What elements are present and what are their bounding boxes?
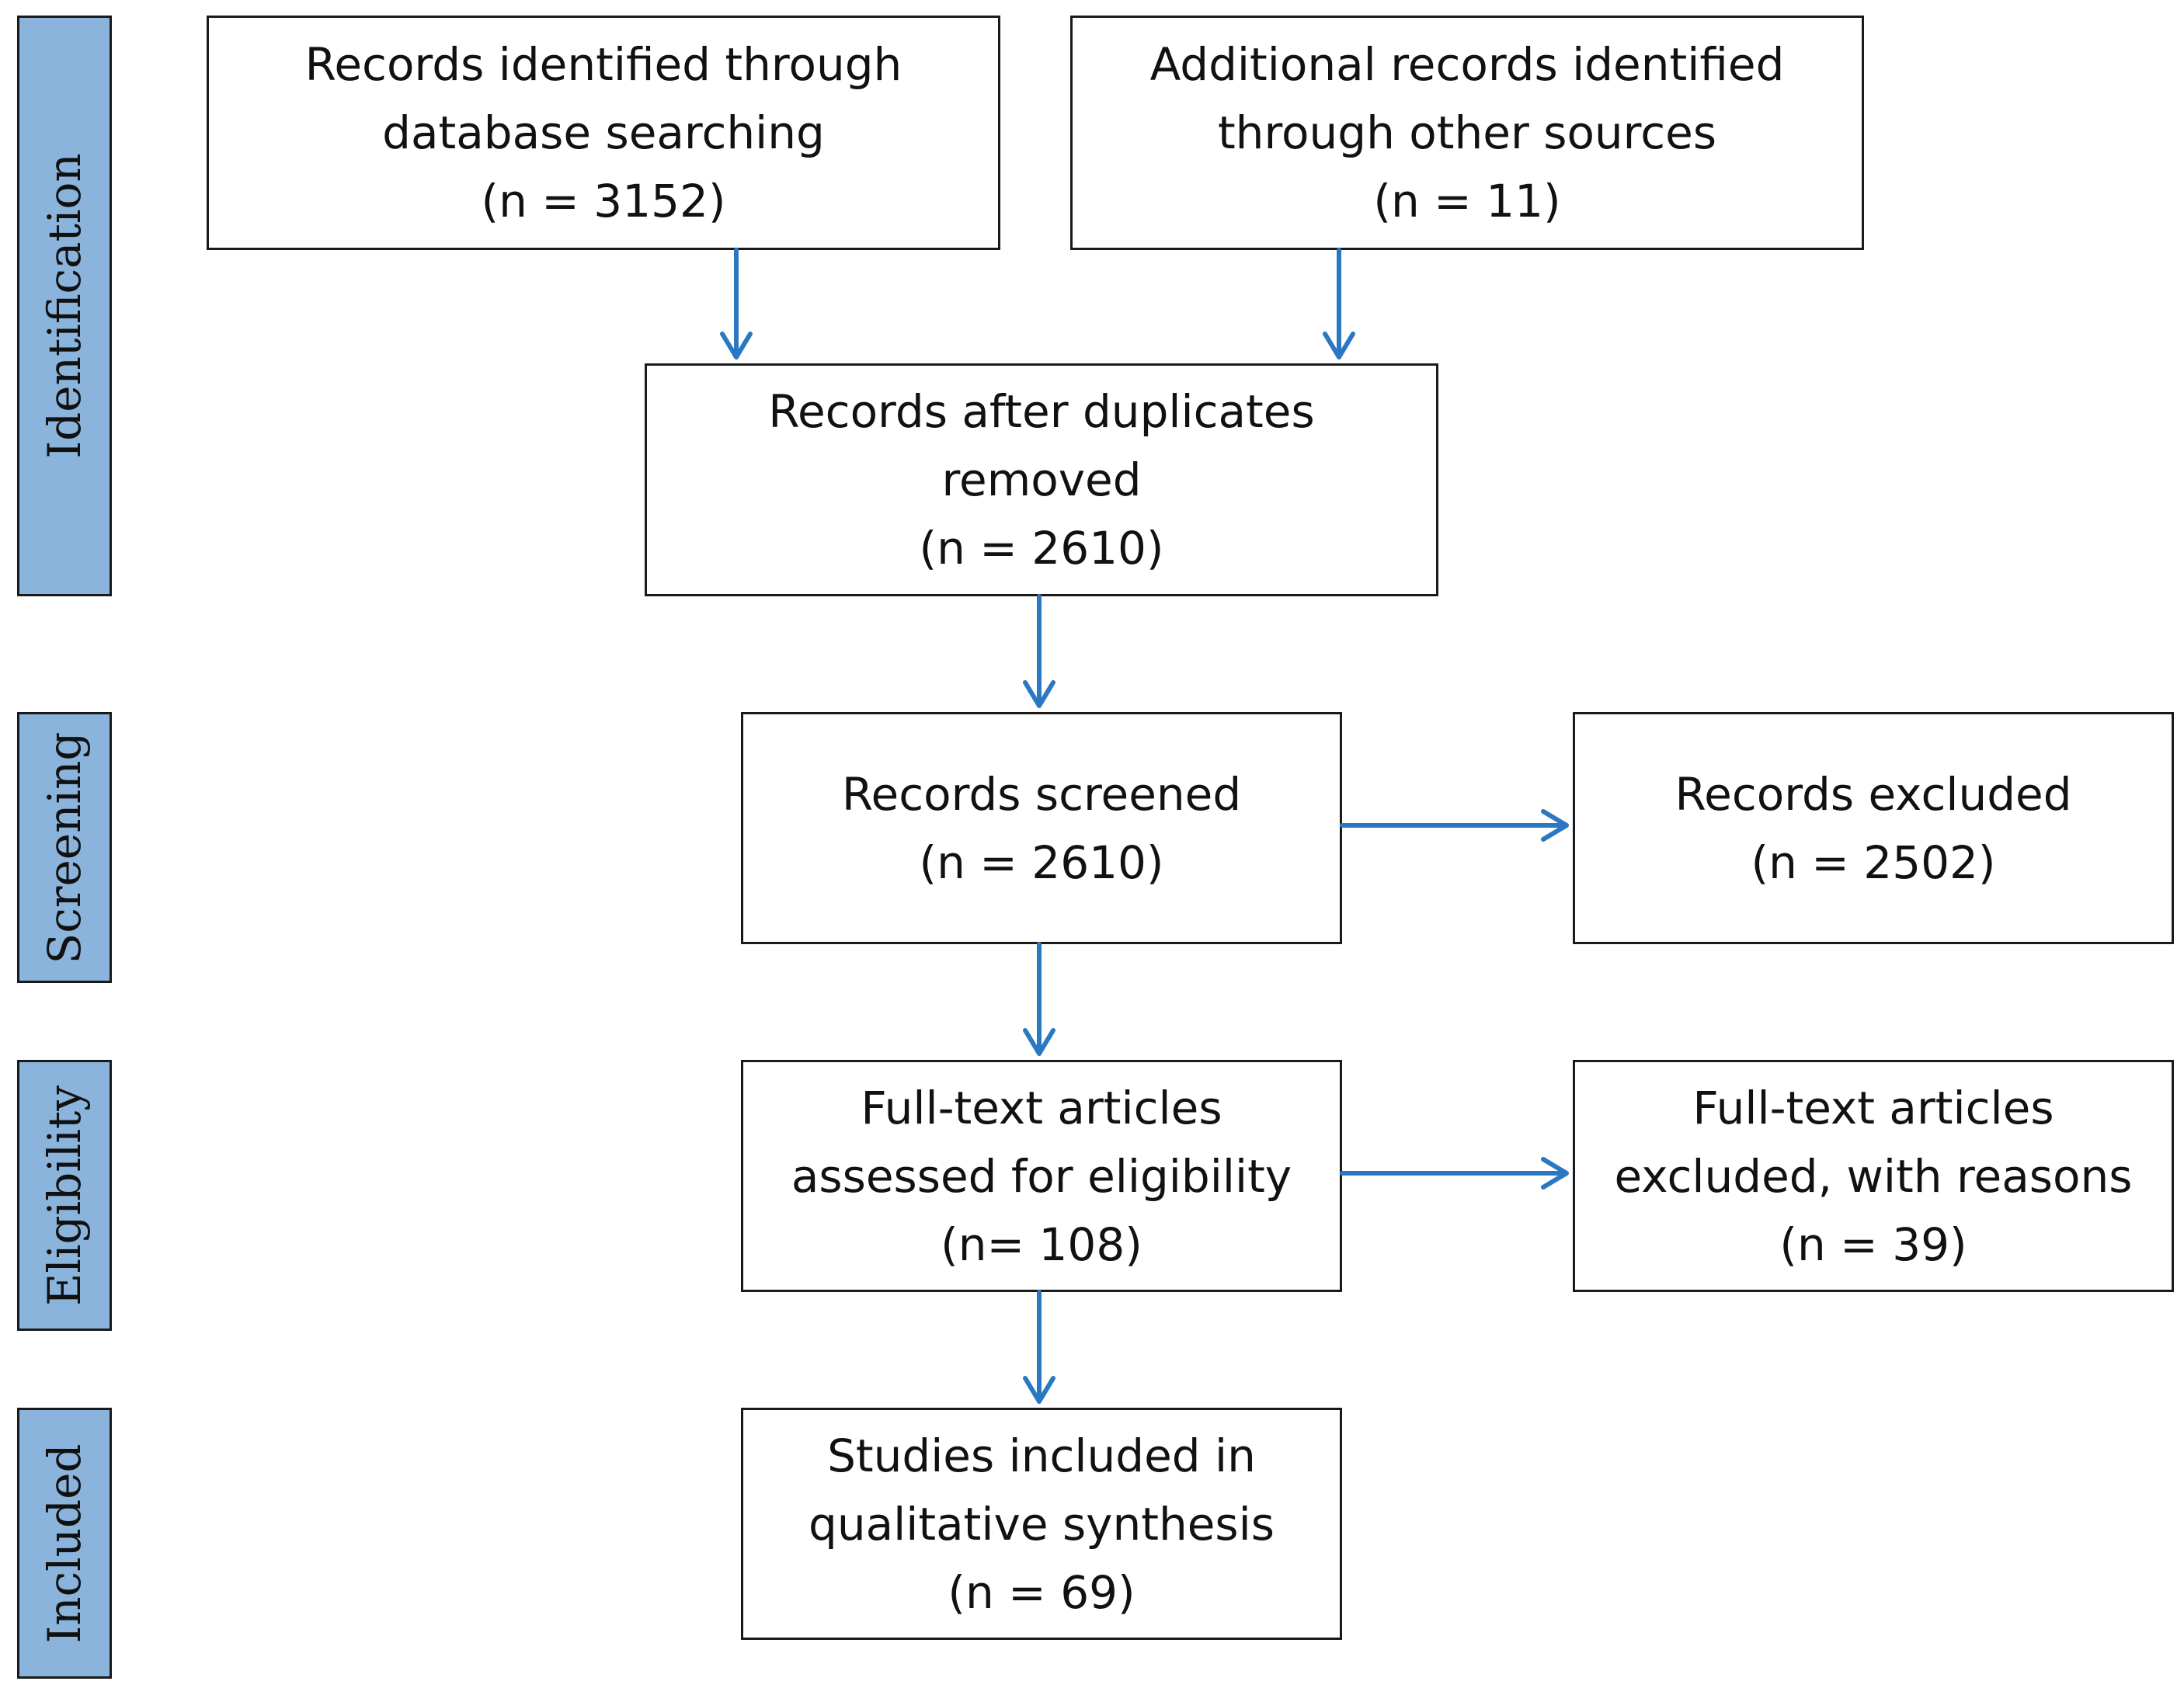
arrow-full-text-to-included [1023,1290,1055,1404]
phase-included-label: Included [38,1443,91,1644]
arrow-screened-to-full-text [1023,942,1055,1056]
phase-included: Included [17,1408,112,1679]
box-included-line2: qualitative synthesis [809,1497,1275,1551]
box-full-text-excluded-count: (n = 39) [1779,1217,1967,1271]
box-full-text-assessed: Full-text articles assessed for eligibil… [741,1060,1342,1292]
box-other-sources-line1: Additional records identified [1149,38,1785,91]
box-full-text-assessed-line2: assessed for eligibility [791,1149,1292,1203]
phase-identification: Identification [17,16,112,596]
phase-screening-label: Screening [38,731,91,964]
arrow-screened-to-excluded [1340,809,1569,842]
box-duplicates-line1: Records after duplicates [768,385,1315,438]
box-full-text-excluded-line1: Full-text articles [1692,1081,2054,1134]
box-full-text-assessed-count: (n= 108) [941,1217,1142,1271]
box-records-excluded: Records excluded (n = 2502) [1573,712,2174,944]
arrow-duplicates-to-screened [1023,594,1055,708]
box-excluded-count: (n = 2502) [1751,835,1996,889]
box-other-sources: Additional records identified through ot… [1070,16,1864,250]
box-duplicates-count: (n = 2610) [919,522,1164,575]
box-duplicates-removed: Records after duplicates removed (n = 26… [645,363,1438,596]
arrow-other-sources-to-duplicates [1323,248,1355,359]
phase-eligibility-label: Eligibility [38,1085,91,1306]
box-full-text-excluded-line2: excluded, with reasons [1614,1149,2133,1203]
box-database-line2: database searching [382,106,825,159]
arrow-full-text-to-excluded [1340,1157,1569,1190]
box-excluded-line1: Records excluded [1675,767,2072,821]
box-full-text-excluded: Full-text articles excluded, with reason… [1573,1060,2174,1292]
box-duplicates-line2: removed [941,453,1142,506]
phase-screening: Screening [17,712,112,983]
box-screened-line1: Records screened [841,767,1242,821]
box-studies-included: Studies included in qualitative synthesi… [741,1408,1342,1640]
box-records-screened: Records screened (n = 2610) [741,712,1342,944]
box-database-searching: Records identified through database sear… [207,16,1000,250]
box-database-line1: Records identified through [304,38,902,91]
box-other-sources-line2: through other sources [1217,106,1717,159]
box-screened-count: (n = 2610) [919,835,1164,889]
box-included-line1: Studies included in [827,1429,1256,1482]
arrow-database-to-duplicates [720,248,753,359]
box-database-count: (n = 3152) [481,175,726,228]
phase-eligibility: Eligibility [17,1060,112,1331]
phase-identification-label: Identification [38,153,91,459]
box-full-text-assessed-line1: Full-text articles [861,1081,1222,1134]
box-other-sources-count: (n = 11) [1373,175,1561,228]
box-included-count: (n = 69) [948,1565,1135,1619]
